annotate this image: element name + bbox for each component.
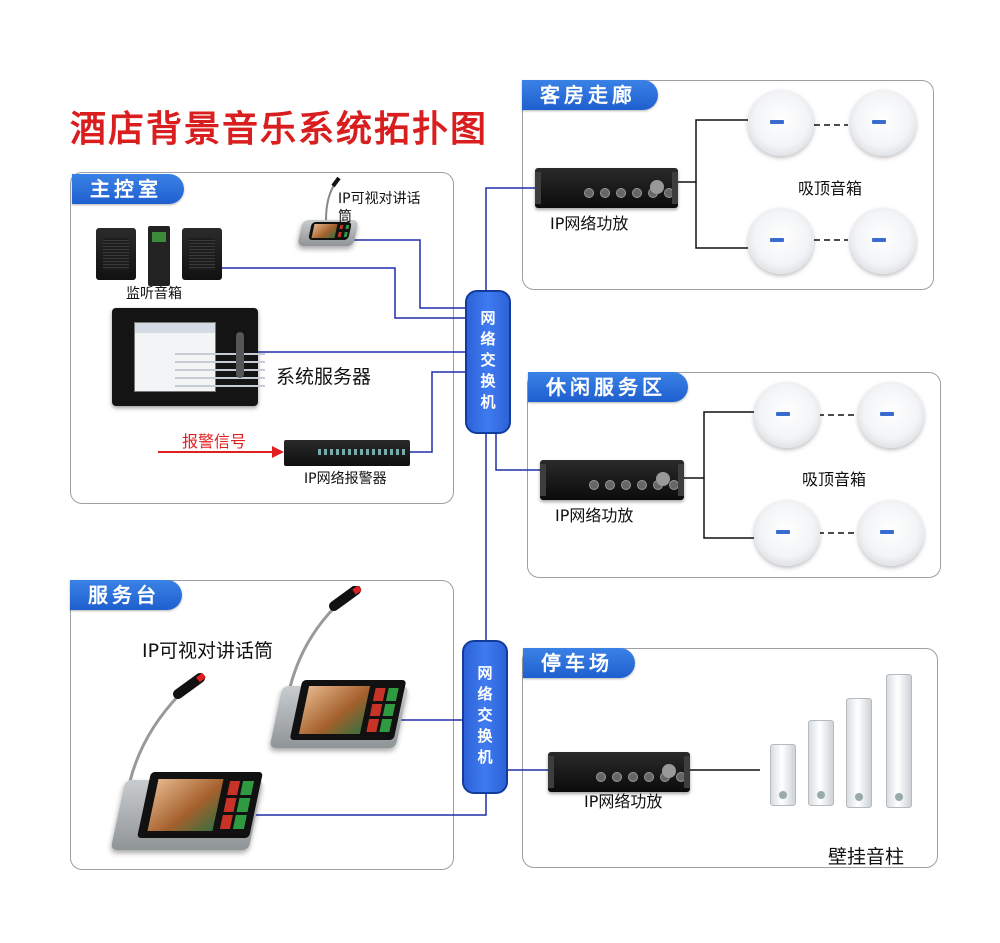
alarm-signal-label: 报警信号 xyxy=(182,432,247,451)
network-switch-top: 网络交换机 xyxy=(465,290,511,434)
network-switch-bottom-label: 网络交换机 xyxy=(475,664,494,770)
leisure-amp xyxy=(540,460,684,500)
leisure-ceiling-speaker-2 xyxy=(858,382,924,448)
tag-service-desk: 服务台 xyxy=(70,580,182,610)
wire-desk-mic-2 xyxy=(246,792,487,816)
guest-speaker-label: 吸顶音箱 xyxy=(798,179,863,198)
diagram-title: 酒店背景音乐系统拓扑图 xyxy=(70,108,489,150)
leisure-ceiling-speaker-1 xyxy=(754,382,820,448)
tag-leisure-area: 休闲服务区 xyxy=(528,372,688,402)
desk-mic-label: IP可视对讲话筒 xyxy=(142,640,274,662)
desk-mic-station-front xyxy=(104,672,264,868)
column-speaker-2 xyxy=(808,720,834,806)
guest-amp xyxy=(535,168,678,208)
column-speaker-1 xyxy=(770,744,796,806)
wire-control-mic xyxy=(352,239,466,309)
network-switch-bottom: 网络交换机 xyxy=(462,640,508,794)
column-speaker-4 xyxy=(886,674,912,808)
wire-alarm xyxy=(410,371,466,453)
control-mic-label: IP可视对讲话筒 xyxy=(338,191,421,225)
tag-parking: 停车场 xyxy=(523,648,635,678)
guest-ceiling-speaker-2 xyxy=(850,90,916,156)
monitor-speaker-right xyxy=(182,228,222,280)
guest-amp-label: IP网络功放 xyxy=(550,214,629,233)
wire-monitor-speaker xyxy=(220,267,466,319)
network-switch-top-label: 网络交换机 xyxy=(478,309,497,415)
monitor-speaker-label: 监听音箱 xyxy=(126,286,182,302)
guest-ceiling-speaker-4 xyxy=(850,208,916,274)
system-server xyxy=(112,308,265,406)
column-speaker-3 xyxy=(846,698,872,808)
guest-ceiling-speaker-1 xyxy=(748,90,814,156)
leisure-ceiling-speaker-3 xyxy=(754,500,820,566)
tag-guest-corridor: 客房走廊 xyxy=(522,80,658,110)
leisure-amp-label: IP网络功放 xyxy=(555,506,634,525)
parking-amp-label: IP网络功放 xyxy=(584,792,663,811)
monitor-speaker-left xyxy=(96,228,136,280)
wire-guest-amp xyxy=(485,187,535,290)
alarm-signal-arrow xyxy=(158,446,284,458)
leisure-ceiling-speaker-4 xyxy=(858,500,924,566)
system-server-label: 系统服务器 xyxy=(276,366,372,388)
parking-speaker-label: 壁挂音柱 xyxy=(828,846,905,868)
desk-mic-station-back xyxy=(256,586,409,776)
parking-amp xyxy=(548,752,690,792)
control-mic-station xyxy=(296,176,360,252)
tag-main-control: 主控室 xyxy=(72,174,184,204)
wire-leisure-amp xyxy=(495,432,540,471)
alarm-device-label: IP网络报警器 xyxy=(304,471,387,487)
leisure-speaker-label: 吸顶音箱 xyxy=(802,470,867,489)
mic-gooseneck-icon xyxy=(325,176,341,221)
ip-alarm-device xyxy=(284,440,410,466)
monitor-controller xyxy=(148,226,170,286)
guest-ceiling-speaker-3 xyxy=(748,208,814,274)
